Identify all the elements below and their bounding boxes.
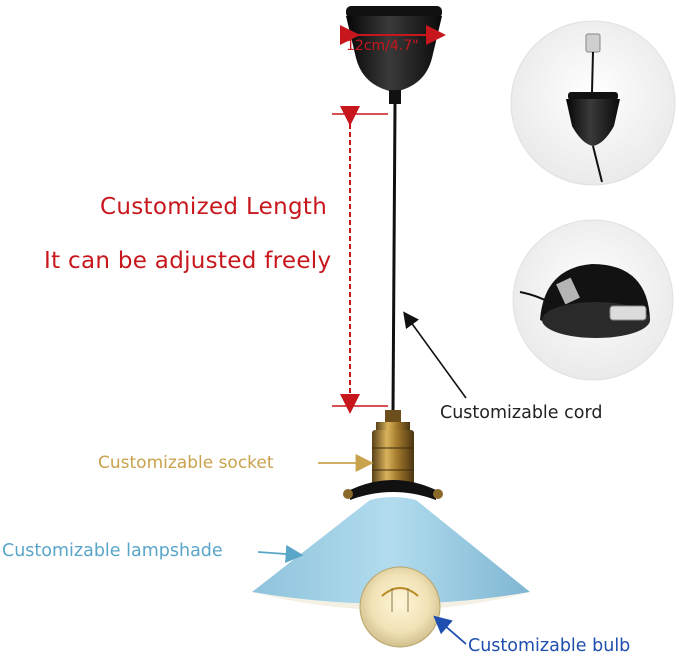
ceiling-canopy-icon bbox=[346, 6, 442, 104]
detail-canopy-icon bbox=[510, 20, 676, 186]
bulb-arrow bbox=[433, 615, 467, 645]
length-subtitle: It can be adjusted freely bbox=[44, 248, 332, 274]
length-title: Customized Length bbox=[100, 194, 328, 220]
lampshade-arrow bbox=[257, 544, 304, 563]
lampshade-icon bbox=[252, 497, 530, 610]
lampshade-label: Customizable lampshade bbox=[2, 541, 223, 561]
brass-socket-icon bbox=[343, 410, 443, 500]
cord-label: Customizable cord bbox=[440, 403, 603, 423]
cord-arrow bbox=[403, 311, 467, 399]
length-bracket bbox=[332, 106, 388, 414]
bulb-label: Customizable bulb bbox=[468, 636, 631, 656]
edison-bulb-icon bbox=[359, 566, 441, 648]
dimension-label: 12cm/4.7" bbox=[346, 38, 419, 54]
detail-canopy-underside-icon bbox=[512, 219, 674, 381]
socket-label: Customizable socket bbox=[98, 453, 274, 473]
power-cord bbox=[391, 103, 397, 413]
